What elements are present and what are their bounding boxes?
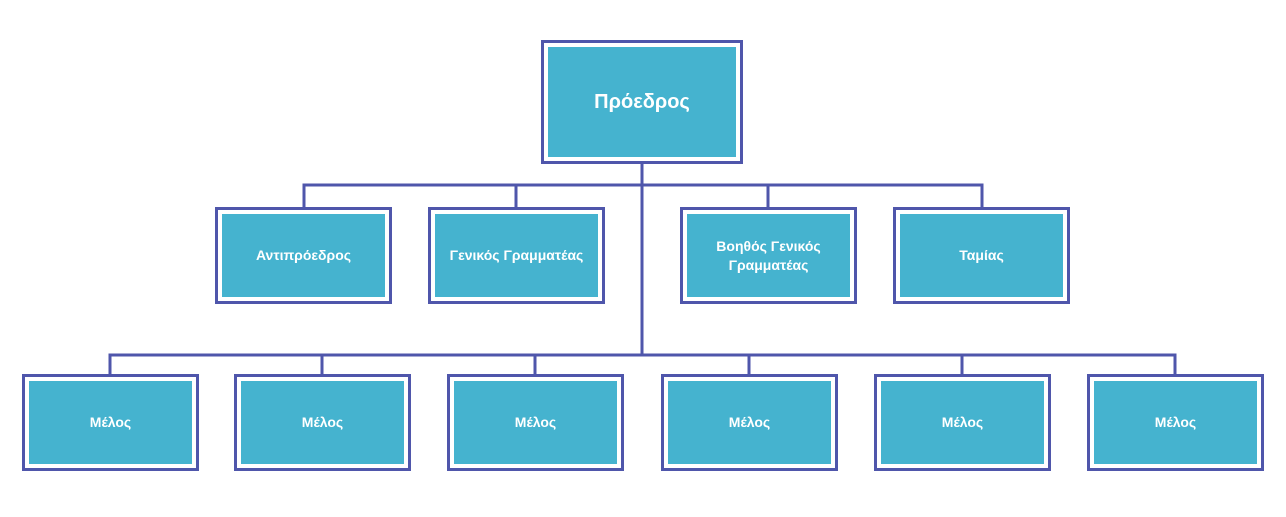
node-member[interactable]: Μέλος bbox=[447, 374, 624, 471]
node-member[interactable]: Μέλος bbox=[22, 374, 199, 471]
node-label: Ταμίας bbox=[900, 214, 1063, 297]
node-member[interactable]: Μέλος bbox=[1087, 374, 1264, 471]
node-general-secretary[interactable]: Γενικός Γραμματέας bbox=[428, 207, 605, 304]
node-label: Μέλος bbox=[668, 381, 831, 464]
node-label: Πρόεδρος bbox=[548, 47, 736, 157]
node-label: Γενικός Γραμματέας bbox=[435, 214, 598, 297]
node-label: Βοηθός Γενικός Γραμματέας bbox=[687, 214, 850, 297]
node-label: Μέλος bbox=[29, 381, 192, 464]
node-treasurer[interactable]: Ταμίας bbox=[893, 207, 1070, 304]
node-label: Αντιπρόεδρος bbox=[222, 214, 385, 297]
node-assistant-general-secretary[interactable]: Βοηθός Γενικός Γραμματέας bbox=[680, 207, 857, 304]
node-member[interactable]: Μέλος bbox=[874, 374, 1051, 471]
node-president[interactable]: Πρόεδρος bbox=[541, 40, 743, 164]
node-label: Μέλος bbox=[241, 381, 404, 464]
node-label: Μέλος bbox=[1094, 381, 1257, 464]
node-label: Μέλος bbox=[881, 381, 1044, 464]
node-member[interactable]: Μέλος bbox=[661, 374, 838, 471]
node-member[interactable]: Μέλος bbox=[234, 374, 411, 471]
node-label: Μέλος bbox=[454, 381, 617, 464]
node-vice-president[interactable]: Αντιπρόεδρος bbox=[215, 207, 392, 304]
